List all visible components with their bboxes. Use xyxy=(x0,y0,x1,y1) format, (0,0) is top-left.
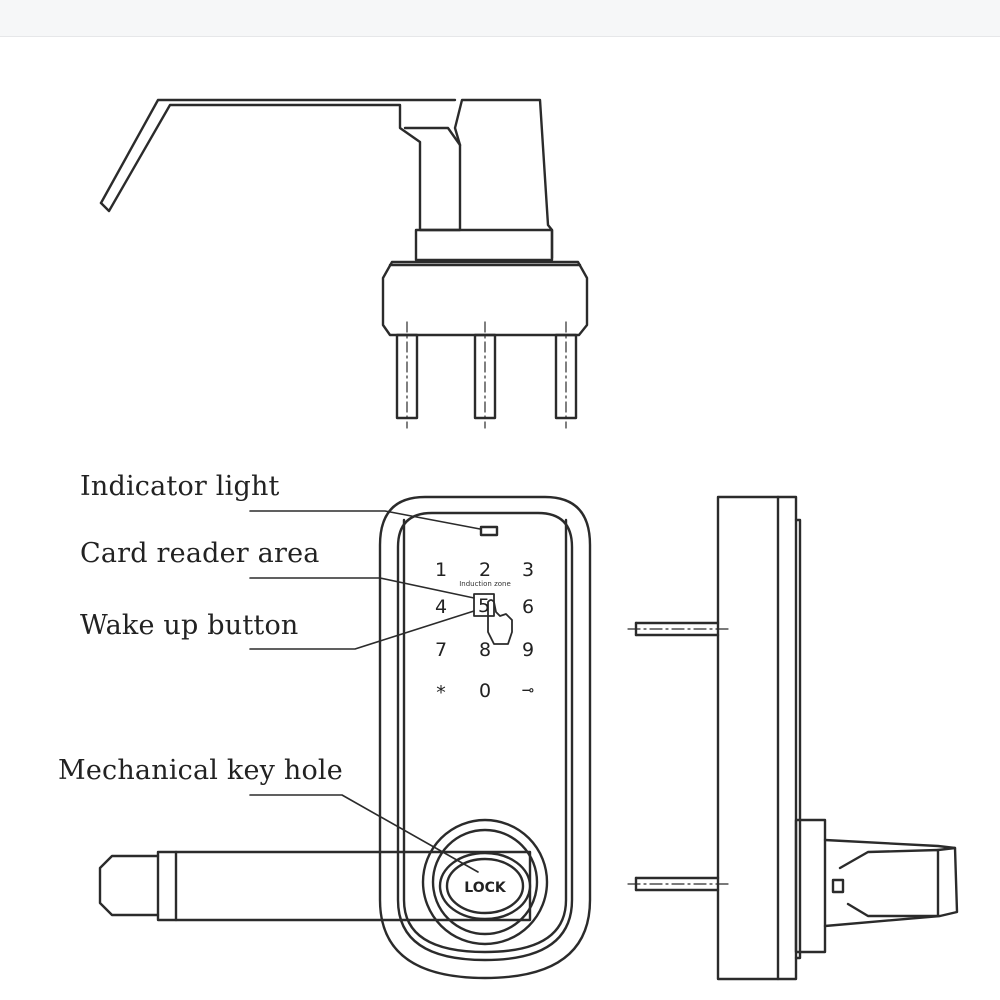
key-star: * xyxy=(436,682,446,704)
label-mechanical-key-hole: Mechanical key hole xyxy=(58,755,343,786)
induction-zone-label: Induction zone xyxy=(459,580,511,588)
key-5: 5 xyxy=(478,595,490,617)
lock-text: LOCK xyxy=(464,880,507,896)
lock-key-cylinder xyxy=(438,851,532,921)
key-2: 2 xyxy=(479,559,491,581)
label-wake-up-button: Wake up button xyxy=(80,610,299,641)
key-9: 9 xyxy=(522,639,534,661)
key-7: 7 xyxy=(435,639,447,661)
key-4: 4 xyxy=(435,596,447,618)
front-rose xyxy=(421,818,549,946)
side-rose xyxy=(794,818,827,954)
top-view-collar xyxy=(414,228,554,262)
label-indicator-light: Indicator light xyxy=(80,471,280,502)
side-spindle-upper xyxy=(627,621,729,637)
key-enter: ⊸ xyxy=(522,681,535,699)
touch-hand-icon xyxy=(487,599,513,645)
key-6: 6 xyxy=(522,596,534,618)
key-0: 0 xyxy=(479,680,491,702)
top-view-handle xyxy=(99,98,554,260)
front-lever xyxy=(98,850,532,922)
key-1: 1 xyxy=(435,559,447,581)
leader-lines xyxy=(249,510,481,873)
top-view-base xyxy=(381,260,589,337)
front-escutcheon xyxy=(378,495,592,980)
indicator-light-led xyxy=(479,525,499,537)
side-spindle-lower xyxy=(627,876,729,892)
top-bar xyxy=(0,0,1000,37)
side-escutcheon xyxy=(716,495,802,981)
label-card-reader-area: Card reader area xyxy=(80,538,320,569)
key-8: 8 xyxy=(479,639,491,661)
key-3: 3 xyxy=(522,559,534,581)
top-view-spindles xyxy=(395,321,578,429)
side-lever xyxy=(823,838,959,928)
